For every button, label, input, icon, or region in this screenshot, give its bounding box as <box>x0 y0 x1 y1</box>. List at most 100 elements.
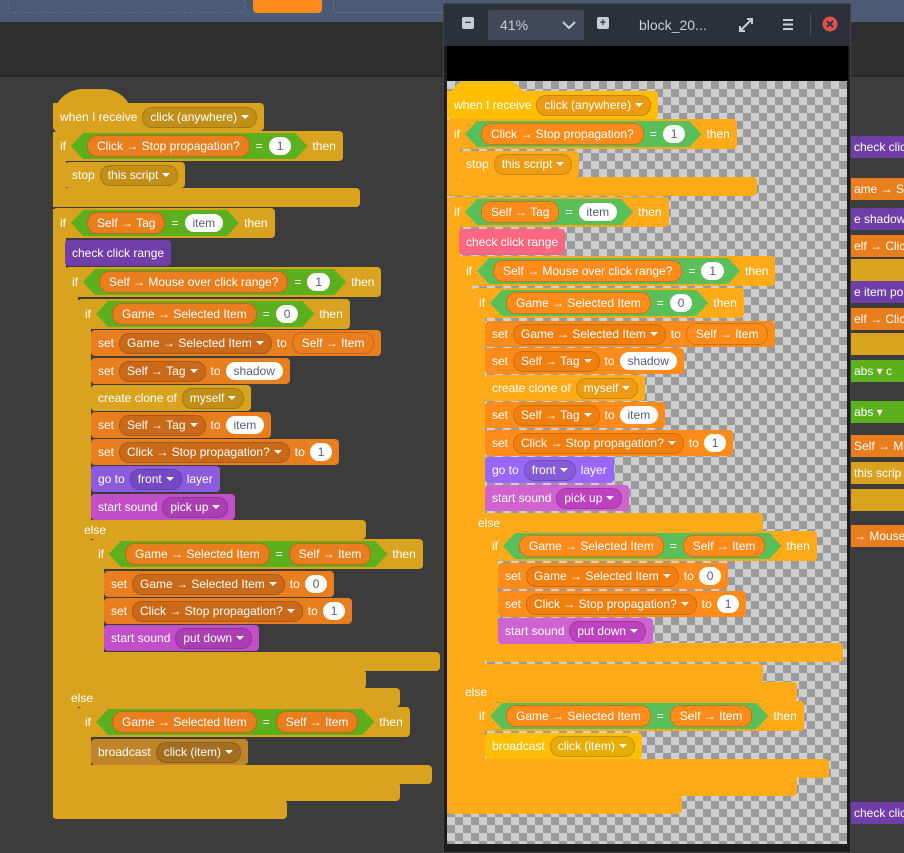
reporter-block[interactable]: Game → Selected Item <box>112 711 257 733</box>
block-custom[interactable]: check click range <box>459 229 566 255</box>
block-dropdown[interactable]: this script <box>493 153 573 175</box>
value-input[interactable]: 1 <box>307 273 330 291</box>
value-input[interactable]: 0 <box>304 575 328 593</box>
reporter-block[interactable]: Self → Tag <box>87 212 165 234</box>
zoom-select[interactable]: 41% <box>488 10 584 40</box>
block-dropdown[interactable]: Self → Tag <box>513 404 600 426</box>
value-input[interactable]: 1 <box>322 602 346 620</box>
reporter-block[interactable]: Self → Item <box>685 323 769 345</box>
block-dropdown[interactable]: front <box>523 459 576 481</box>
close-icon[interactable] <box>822 16 838 32</box>
value-input[interactable]: 1 <box>309 443 333 461</box>
block-dropdown[interactable]: click (anywhere) <box>536 94 652 116</box>
block-dropdown[interactable]: Game → Selected Item <box>526 565 679 587</box>
block-dropdown[interactable]: front <box>129 468 182 490</box>
reporter-block[interactable]: Game → Selected Item <box>125 543 270 565</box>
block-dropdown[interactable]: click (anywhere) <box>142 106 258 128</box>
menu-icon[interactable] <box>782 18 794 31</box>
reporter-block[interactable]: Game → Selected Item <box>519 535 664 557</box>
reporter-block[interactable]: Self → Tag <box>481 201 559 223</box>
condition-block[interactable]: Click → Stop propagation?=1 <box>71 133 307 159</box>
value-input[interactable]: 0 <box>276 305 299 323</box>
value-input[interactable]: 1 <box>703 434 727 452</box>
reporter-block[interactable]: Self → Item <box>291 332 375 354</box>
condition-block[interactable]: Game → Selected Item=0 <box>96 301 314 327</box>
block-dropdown[interactable]: pick up <box>556 487 623 509</box>
block-dropdown[interactable]: Game → Selected Item <box>132 573 285 595</box>
block-dropdown[interactable]: Self → Tag <box>119 360 206 382</box>
reporter-block[interactable]: Game → Selected Item <box>506 292 651 314</box>
block-dropdown[interactable]: myself <box>181 387 245 409</box>
block-custom[interactable]: check click range <box>65 240 172 266</box>
value-input[interactable]: item <box>579 203 618 221</box>
block-dropdown[interactable]: myself <box>575 377 639 399</box>
value-input[interactable]: 1 <box>716 595 740 613</box>
value-input[interactable]: 1 <box>701 262 724 280</box>
expand-icon[interactable] <box>738 17 754 33</box>
reporter-block[interactable]: Self → Item <box>683 535 766 557</box>
condition-block[interactable]: Click → Stop propagation?=1 <box>465 121 701 147</box>
block-dropdown[interactable]: put down <box>569 620 647 642</box>
block-dropdown[interactable]: Self → Tag <box>119 414 206 436</box>
block-dropdown[interactable]: this script <box>99 164 179 186</box>
value-input[interactable]: 0 <box>698 567 722 585</box>
value-input[interactable]: 1 <box>663 125 686 143</box>
reporter-block[interactable]: Self → Item <box>670 705 753 727</box>
reporter-block[interactable]: Self → Mouse over click range? <box>493 260 682 282</box>
condition-block[interactable]: Game → Selected Item=Self → Item <box>503 533 781 559</box>
toolbar-orange-button[interactable] <box>253 0 322 13</box>
condition-block[interactable]: Game → Selected Item=Self → Item <box>490 703 768 729</box>
block-dropdown[interactable]: Click → Stop propagation? <box>513 432 684 454</box>
minus-icon[interactable]: − <box>462 17 474 29</box>
value-input[interactable]: item <box>619 406 659 424</box>
reporter-block[interactable]: Game → Selected Item <box>112 303 257 325</box>
value-input[interactable]: shadow <box>225 362 283 380</box>
value-input[interactable]: 0 <box>670 294 693 312</box>
block-dropdown[interactable]: Click → Stop propagation? <box>119 441 290 463</box>
block-dropdown[interactable]: Self → Tag <box>513 350 600 372</box>
block-dropdown[interactable]: click (item) <box>155 741 242 763</box>
block-dropdown[interactable]: Click → Stop propagation? <box>526 593 697 615</box>
condition-block[interactable]: Game → Selected Item=Self → Item <box>96 709 374 735</box>
block-dropdown[interactable]: pick up <box>162 496 229 518</box>
reporter-block[interactable]: Click → Stop propagation? <box>481 123 644 145</box>
toolbar-button[interactable] <box>333 0 445 13</box>
block-dropdown[interactable]: Click → Stop propagation? <box>132 600 303 622</box>
reporter-block[interactable]: Self → Mouse over click range? <box>99 271 288 293</box>
block-dropdown[interactable]: Game → Selected Item <box>513 323 666 345</box>
reporter-block[interactable]: Self → Item <box>276 711 359 733</box>
block-dropdown[interactable]: click (item) <box>549 735 636 757</box>
condition-block[interactable]: Self → Mouse over click range?=1 <box>83 269 346 295</box>
toolbar-field[interactable] <box>8 0 245 13</box>
value-input[interactable]: shadow <box>619 352 677 370</box>
condition-block[interactable]: Game → Selected Item=0 <box>490 290 708 316</box>
